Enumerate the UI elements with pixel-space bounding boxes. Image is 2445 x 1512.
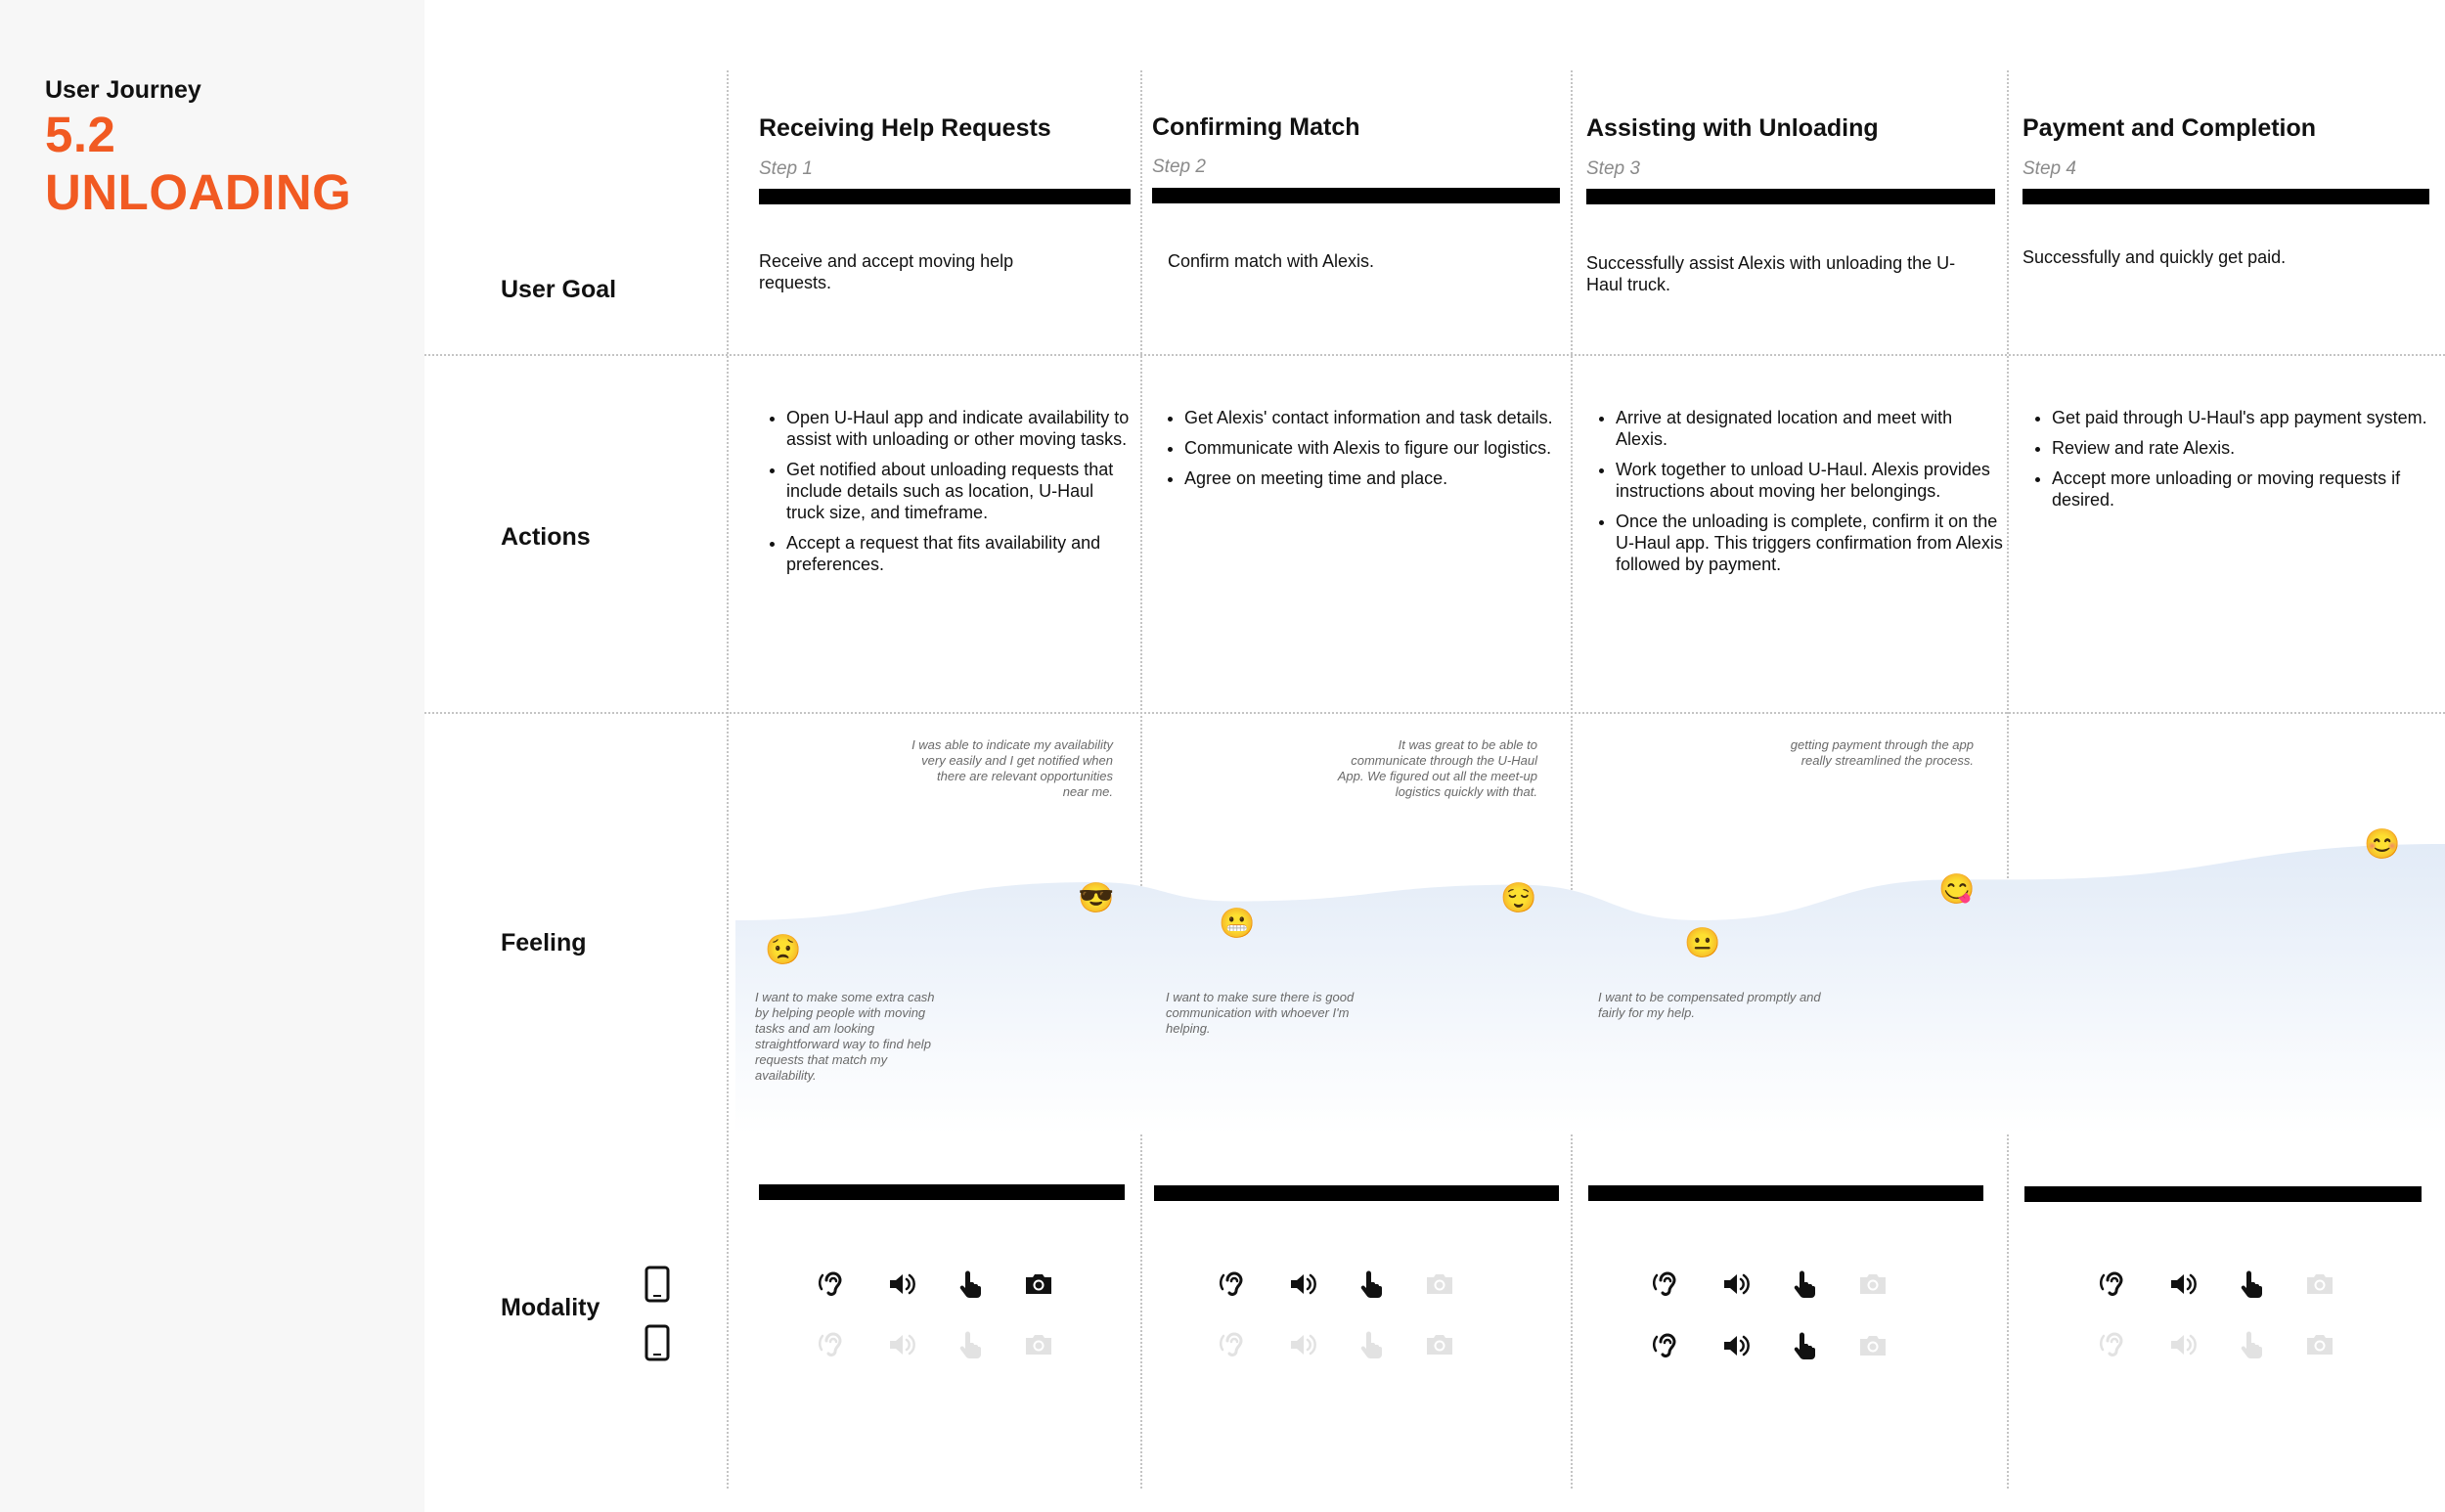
modality-bar [1588,1185,1983,1201]
speaker-icon [885,1328,918,1361]
camera-icon [1423,1267,1456,1301]
column-divider [1140,70,1142,1489]
speaker-icon [885,1267,918,1301]
sidebar: User Journey 5.2 UNLOADING [0,0,424,1512]
step-bar [2023,189,2429,204]
touch-icon [2235,1328,2268,1361]
step-bar [759,189,1131,204]
step-title: Payment and Completion [2023,114,2317,142]
row-label-user-goal: User Goal [501,276,617,303]
camera-icon [2303,1267,2336,1301]
ear-icon [2098,1328,2131,1361]
feeling-quote-top: It was great to be able to communicate t… [1337,737,1537,799]
page-title: 5.2 UNLOADING [45,107,352,220]
action-item: Open U-Haul app and indicate availabilit… [786,407,1131,450]
user-goal-text: Confirm match with Alexis. [1168,251,1375,271]
modality-bar [1154,1185,1559,1201]
step-bar [1152,188,1560,203]
actions-list: Open U-Haul app and indicate availabilit… [761,407,1131,584]
ear-icon [1218,1267,1251,1301]
camera-icon [1022,1267,1055,1301]
ear-icon [817,1267,850,1301]
row-label-modality: Modality [501,1294,600,1321]
savoring-face-emoji: 😋 [1938,873,1976,906]
ear-icon [2098,1267,2131,1301]
row-divider [424,712,2445,714]
camera-icon [1423,1328,1456,1361]
speaker-icon [1719,1267,1753,1301]
step-title: Receiving Help Requests [759,114,1051,142]
feeling-quote-bottom: I want to make sure there is good commun… [1166,990,1355,1036]
step-title: Confirming Match [1152,113,1360,141]
user-goal-text: Successfully assist Alexis with unloadin… [1586,253,1956,294]
actions-list: Arrive at designated location and meet w… [1590,407,2003,584]
column-divider [1571,70,1573,1489]
ear-icon [1651,1267,1684,1301]
step-number: Step 2 [1152,156,1206,177]
feeling-area [735,844,2445,1134]
page-subtitle: User Journey [45,76,201,104]
feeling-quote-top: getting payment through the app really s… [1790,737,1974,768]
relieved-face-emoji: 😌 [1500,882,1537,914]
row-label-actions: Actions [501,523,591,551]
camera-icon [2303,1328,2336,1361]
row-divider [424,354,2445,356]
action-item: Work together to unload U-Haul. Alexis p… [1616,459,2003,502]
sunglasses-face-emoji: 😎 [1078,882,1115,914]
speaker-icon [1286,1267,1319,1301]
ear-icon [817,1328,850,1361]
speaker-icon [2166,1267,2200,1301]
ear-icon [1218,1328,1251,1361]
action-item: Once the unloading is complete, confirm … [1616,511,2003,575]
step-number: Step 4 [2023,158,2076,179]
feeling-quote-top: I was able to indicate my availability v… [911,737,1113,799]
camera-icon [1856,1329,1889,1362]
camera-icon [1856,1267,1889,1301]
step-bar [1586,189,1995,204]
action-item: Agree on meeting time and place. [1184,467,1556,489]
camera-icon [1022,1328,1055,1361]
action-item: Arrive at designated location and meet w… [1616,407,2003,450]
touch-icon [1788,1267,1821,1301]
phone-icon [645,1266,670,1303]
modality-bar [759,1184,1125,1200]
touch-icon [1355,1267,1388,1301]
action-item: Accept more unloading or moving requests… [2052,467,2443,511]
actions-list: Get paid through U-Haul's app payment sy… [2026,407,2443,519]
speaker-icon [1286,1328,1319,1361]
neutral-face-emoji: 😐 [1684,927,1721,959]
action-item: Review and rate Alexis. [2052,437,2443,459]
step-number: Step 3 [1586,158,1640,179]
column-divider [2007,70,2009,1489]
step-number: Step 1 [759,158,813,179]
action-item: Accept a request that fits availability … [786,532,1131,575]
touch-icon [954,1328,987,1361]
ear-icon [1651,1329,1684,1362]
touch-icon [1355,1328,1388,1361]
touch-icon [2235,1267,2268,1301]
grimacing-face-emoji: 😬 [1219,908,1256,940]
touch-icon [1788,1329,1821,1362]
speaker-icon [2166,1328,2200,1361]
modality-bar [2024,1186,2422,1202]
worried-face-emoji: 😟 [765,934,802,966]
user-goal-text: Successfully and quickly get paid. [2023,247,2287,267]
feeling-quote-bottom: I want to be compensated promptly and fa… [1598,990,1821,1020]
phone-icon [645,1324,670,1361]
row-label-feeling: Feeling [501,929,587,956]
action-item: Get paid through U-Haul's app payment sy… [2052,407,2443,428]
actions-list: Get Alexis' contact information and task… [1159,407,1556,498]
smiling-face-emoji: 😊 [2364,828,2401,861]
action-item: Get Alexis' contact information and task… [1184,407,1556,428]
step-title: Assisting with Unloading [1586,114,1879,142]
user-goal-text: Receive and accept moving help requests. [759,251,1014,292]
feeling-quote-bottom: I want to make some extra cash by helpin… [755,990,935,1083]
speaker-icon [1719,1329,1753,1362]
touch-icon [954,1267,987,1301]
action-item: Get notified about unloading requests th… [786,459,1131,523]
column-divider [727,70,729,1489]
action-item: Communicate with Alexis to figure our lo… [1184,437,1556,459]
